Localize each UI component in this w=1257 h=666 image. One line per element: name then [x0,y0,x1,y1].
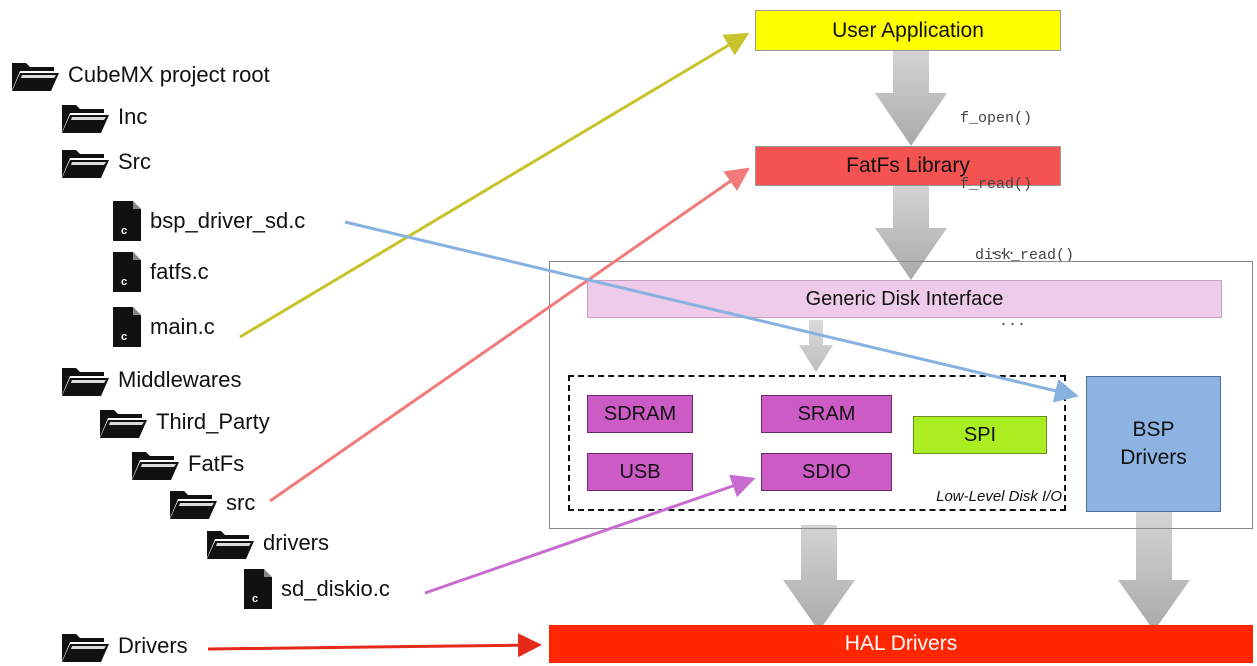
folder-icon [62,105,109,133]
sram-label: SRAM [797,402,856,425]
svg-text:c: c [121,331,127,343]
tree-folder-inc[interactable]: Inc [60,97,147,137]
low-level-disk-io-region [568,375,1066,511]
arrow-sd-diskio-to-sdio [424,474,756,595]
generic-disk-interface-label: Generic Disk Interface [805,287,1004,310]
tree-label: CubeMX project root [68,62,270,87]
flow-arrow-app-to-fatfs [875,50,947,146]
call-f-read: f_read() [959,176,1032,193]
call-ellipsis: ... [988,242,1016,259]
arrow-drivers-to-hal-drivers [207,633,542,658]
tree-label: Third_Party [156,409,270,434]
tree-label: Src [118,149,151,174]
tree-folder-fatfs-src[interactable]: src [168,483,255,523]
tree-label: main.c [150,314,215,339]
folder-icon [207,531,254,559]
low-level-disk-io-caption: Low-Level Disk I/O [936,488,1062,505]
c-file-icon: c [113,307,141,347]
app-calls-annotation: f_open() f_read() ... [940,64,1032,284]
tree-label: bsp_driver_sd.c [150,208,306,233]
tree-file-bsp-driver-sd[interactable]: c bsp_driver_sd.c [112,199,305,243]
tree-folder-drivers-sub[interactable]: drivers [205,523,329,563]
arrow-src-to-fatfs-library [269,167,750,503]
call-disk-read: disk_read() [974,247,1074,264]
tree-folder-third-party[interactable]: Third_Party [98,402,270,442]
tree-label: Inc [118,104,148,129]
sdio-box: SDIO [761,453,892,491]
svg-text:c: c [252,593,258,605]
sram-box: SRAM [761,395,892,433]
arrow-main-to-user-application [239,32,750,339]
tree-folder-middlewares[interactable]: Middlewares [60,360,242,400]
flow-arrow-bsp-to-hal [1118,512,1190,631]
folder-icon [12,63,59,91]
tree-file-main[interactable]: c main.c [112,305,215,349]
user-application-label: User Application [832,18,984,42]
spi-label: SPI [963,423,997,446]
spi-box: SPI [913,416,1047,454]
tree-label: fatfs.c [150,259,209,284]
fatfs-library-label: FatFs Library [846,154,970,177]
bsp-drivers-box: BSP Drivers [1086,376,1221,512]
arrow-bsp-driver-sd-to-bsp-drivers [344,220,1079,403]
usb-box: USB [587,453,693,491]
folder-icon [100,410,147,438]
svg-text:c: c [121,225,127,237]
sdram-box: SDRAM [587,395,693,433]
tree-folder-fatfs[interactable]: FatFs [130,444,244,484]
usb-label: USB [619,460,661,483]
folder-icon [62,368,109,396]
tree-folder-drivers[interactable]: Drivers [60,626,188,666]
tree-file-sd-diskio[interactable]: c sd_diskio.c [243,567,390,611]
folder-icon [132,452,179,480]
tree-label: src [226,490,256,515]
tree-label: drivers [263,530,330,555]
folder-icon [170,491,217,519]
bsp-drivers-label-line2: Drivers [1120,446,1187,469]
disk-subsystem-container [549,261,1253,529]
svg-text:c: c [121,276,127,288]
tree-label: Drivers [118,633,188,658]
call-f-open: f_open() [959,110,1032,127]
tree-folder-src[interactable]: Src [60,142,151,182]
folder-icon [62,150,109,178]
c-file-icon: c [244,569,272,609]
sdio-label: SDIO [802,460,851,483]
c-file-icon: c [113,201,141,241]
hal-drivers-label: HAL Drivers [844,632,958,655]
user-application-box: User Application [755,10,1061,51]
flow-arrow-generic-to-lowlevel [799,320,833,372]
sdram-label: SDRAM [603,402,677,425]
c-file-icon: c [113,252,141,292]
tree-folder-cubemx-root[interactable]: CubeMX project root [10,55,270,95]
bsp-drivers-label-line1: BSP [1132,418,1175,441]
flow-arrow-lowlevel-to-hal [783,525,855,631]
flow-arrow-fatfs-to-generic [875,185,947,280]
folder-icon [62,634,109,662]
tree-file-fatfs[interactable]: c fatfs.c [112,250,209,294]
tree-label: FatFs [188,451,245,476]
hal-drivers-box: HAL Drivers [549,625,1253,663]
generic-disk-interface-box: Generic Disk Interface [587,280,1222,318]
fatfs-library-box: FatFs Library [755,146,1061,186]
tree-label: Middlewares [118,367,242,392]
tree-label: sd_diskio.c [281,576,390,601]
